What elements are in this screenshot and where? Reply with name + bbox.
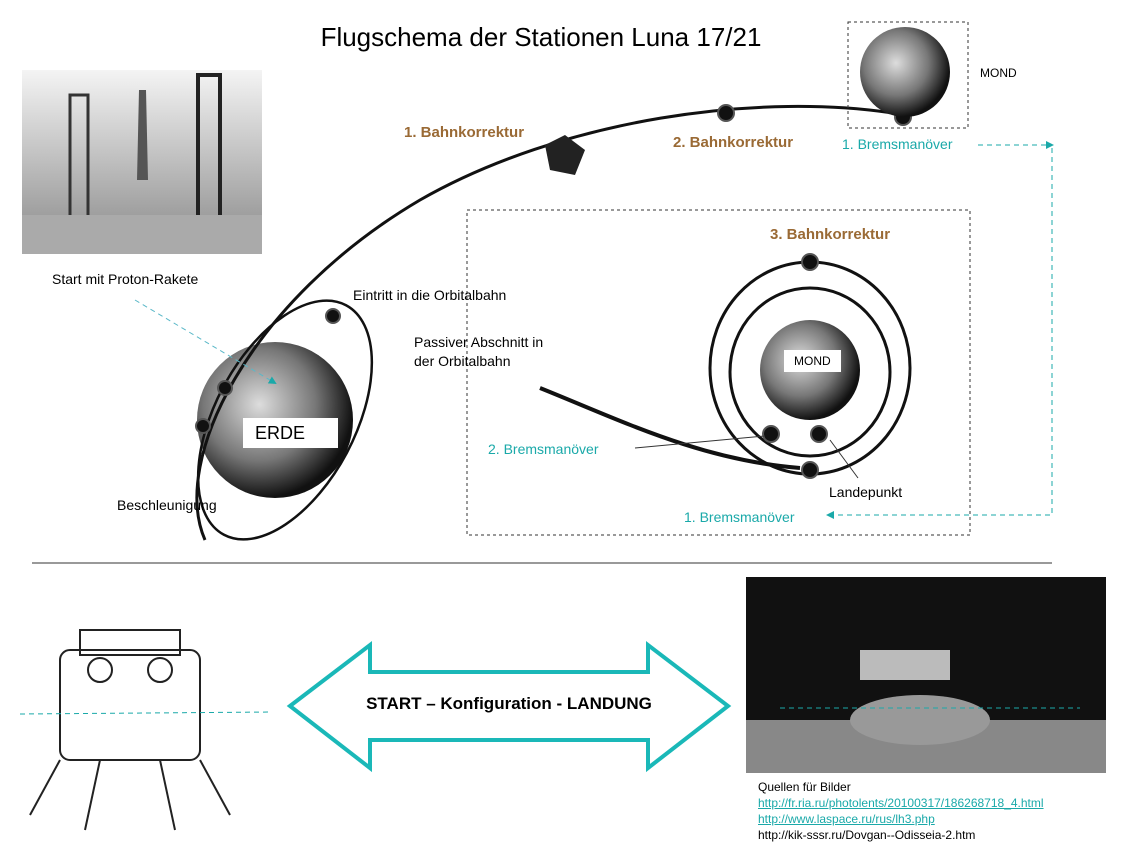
lander-drawing	[29, 629, 231, 831]
label-brems-1-bottom: 1. Bremsmanöver	[684, 509, 795, 525]
label-landepunkt: Landepunkt	[829, 484, 903, 500]
label-beschleunigung: Beschleunigung	[117, 497, 217, 513]
label-brems-2: 2. Bremsmanöver	[488, 441, 599, 457]
label-passiv-1: Passiver Abschnitt in	[414, 334, 544, 350]
page-title: Flugschema der Stationen Luna 17/21	[320, 22, 762, 52]
double-arrow	[286, 640, 732, 773]
moon-top	[860, 27, 950, 117]
sources-heading: Quellen für Bilder	[758, 780, 851, 794]
rocket-launch-photo	[22, 70, 262, 254]
label-mond-top: MOND	[980, 66, 1017, 80]
source-plain: http://kik-sssr.ru/Dovgan--Odisseia-2.ht…	[758, 828, 976, 842]
label-korrektur-2: 2. Bahnkorrektur	[673, 134, 794, 151]
label-eintritt: Eintritt in die Orbitalbahn	[353, 287, 507, 303]
label-passiv-2: der Orbitalbahn	[414, 353, 511, 369]
lander-photo	[746, 577, 1106, 773]
label-start: Start mit Proton-Rakete	[52, 271, 199, 287]
source-link-1[interactable]: http://fr.ria.ru/photolents/20100317/186…	[758, 796, 1044, 810]
label-erde: ERDE	[243, 418, 338, 448]
arrow-label: START – Konfiguration - LANDUNG	[366, 694, 652, 713]
trajectory-arc	[195, 104, 906, 541]
label-brems-1-top: 1. Bremsmanöver	[842, 136, 953, 152]
spacecraft-icon	[545, 135, 585, 175]
source-link-2[interactable]: http://www.laspace.ru/rus/lh3.php	[758, 812, 935, 826]
label-korrektur-3: 3. Bahnkorrektur	[770, 226, 891, 243]
label-mond-inner: MOND	[784, 350, 841, 372]
label-korrektur-1: 1. Bahnkorrektur	[404, 124, 525, 141]
